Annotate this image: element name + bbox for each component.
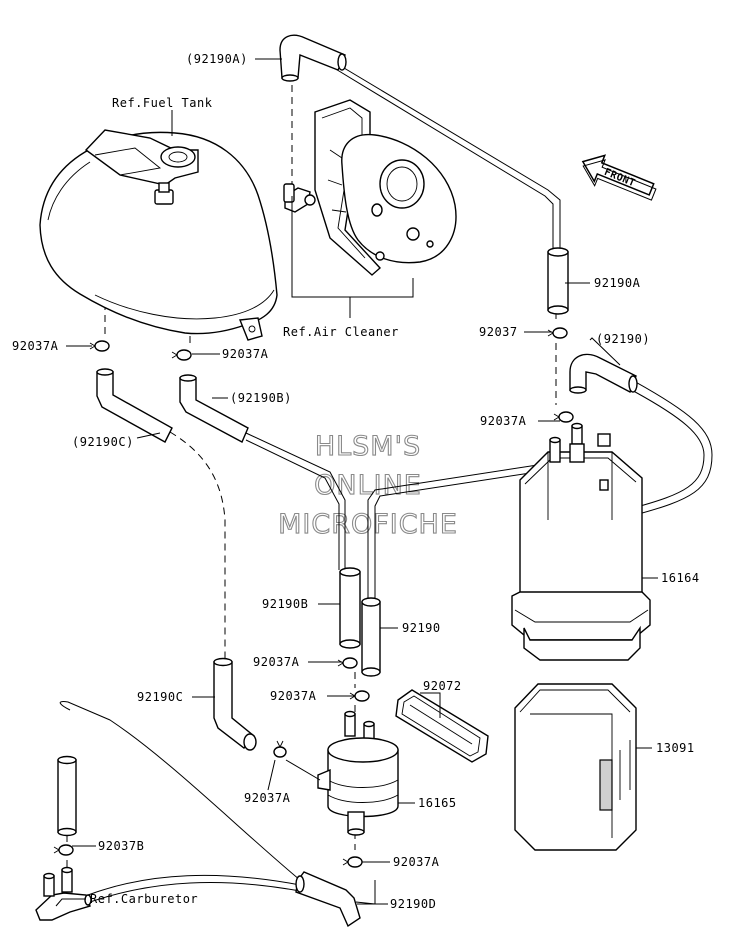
hose-92190b-left-elbow bbox=[179, 374, 249, 443]
hose-92190d-elbow bbox=[295, 871, 361, 928]
hose-92190a-top bbox=[279, 34, 347, 82]
label-92037: 92037 bbox=[479, 325, 518, 339]
label-92037a-canister: 92037A bbox=[480, 414, 527, 428]
hose-92190c-left-elbow bbox=[96, 368, 173, 443]
label-16165: 16165 bbox=[418, 796, 457, 810]
label-ref-carburetor: Ref.Carburetor bbox=[90, 892, 198, 906]
label-92190c: 92190C bbox=[137, 690, 183, 704]
label-92037a-filter-left: 92037A bbox=[244, 791, 291, 805]
clamp-icon bbox=[89, 340, 110, 352]
fuel-tank bbox=[39, 129, 278, 341]
hose-92190a-right bbox=[547, 247, 569, 315]
label-92037a-filter-bottom: 92037A bbox=[393, 855, 440, 869]
label-13091: 13091 bbox=[656, 741, 695, 755]
label-92190a-right: 92190A bbox=[594, 276, 641, 290]
label-16164: 16164 bbox=[661, 571, 700, 585]
case-13091 bbox=[514, 683, 637, 851]
label-92190-top: (92190) bbox=[596, 332, 650, 346]
air-cleaner bbox=[283, 99, 457, 276]
hose-92190b-middle bbox=[339, 567, 361, 649]
label-92190b-paren: (92190B) bbox=[230, 391, 292, 405]
clamp-icon bbox=[349, 690, 370, 702]
clamp-icon bbox=[342, 856, 363, 868]
clamp-icon bbox=[273, 740, 287, 758]
clamp-icon bbox=[337, 657, 358, 669]
hose-routing bbox=[59, 61, 713, 905]
hose-92190-middle bbox=[361, 597, 381, 677]
bracket-92072 bbox=[395, 689, 489, 763]
label-92190: 92190 bbox=[402, 621, 441, 635]
front-arrow-icon: FRONT bbox=[581, 154, 657, 201]
hose-92190c-middle-elbow bbox=[213, 657, 257, 751]
fuel-filter-16165 bbox=[317, 710, 399, 836]
label-92037a-mid: 92037A bbox=[253, 655, 300, 669]
label-ref-fuel-tank: Ref.Fuel Tank bbox=[112, 96, 213, 110]
carburetor-fitting bbox=[35, 866, 92, 921]
hose-92190-elbow bbox=[569, 353, 638, 394]
label-92190b: 92190B bbox=[262, 597, 308, 611]
canister-16164 bbox=[511, 422, 651, 661]
label-92190d: 92190D bbox=[390, 897, 436, 911]
label-92037a-left: 92037A bbox=[12, 339, 59, 353]
clamp-icon bbox=[171, 349, 192, 361]
label-92190c-paren: (92190C) bbox=[72, 435, 134, 449]
label-92037b: 92037B bbox=[98, 839, 144, 853]
label-92037a-filter-top: 92037A bbox=[270, 689, 317, 703]
clamp-icon bbox=[53, 844, 74, 856]
clamp-icon bbox=[553, 411, 574, 423]
part-labels: (92190A) Ref.Fuel Tank 92190A Ref.Air Cl… bbox=[12, 52, 700, 911]
watermark-line-1: HLSM'S bbox=[315, 431, 421, 462]
clamps bbox=[53, 327, 574, 868]
leader-lines bbox=[55, 58, 658, 907]
label-92190a-top: (92190A) bbox=[186, 52, 248, 66]
hose-carburetor-left bbox=[57, 755, 77, 837]
clamp-icon bbox=[547, 327, 568, 339]
label-92072: 92072 bbox=[423, 679, 462, 693]
label-92037a-tank: 92037A bbox=[222, 347, 269, 361]
label-ref-air-cleaner: Ref.Air Cleaner bbox=[283, 325, 399, 339]
